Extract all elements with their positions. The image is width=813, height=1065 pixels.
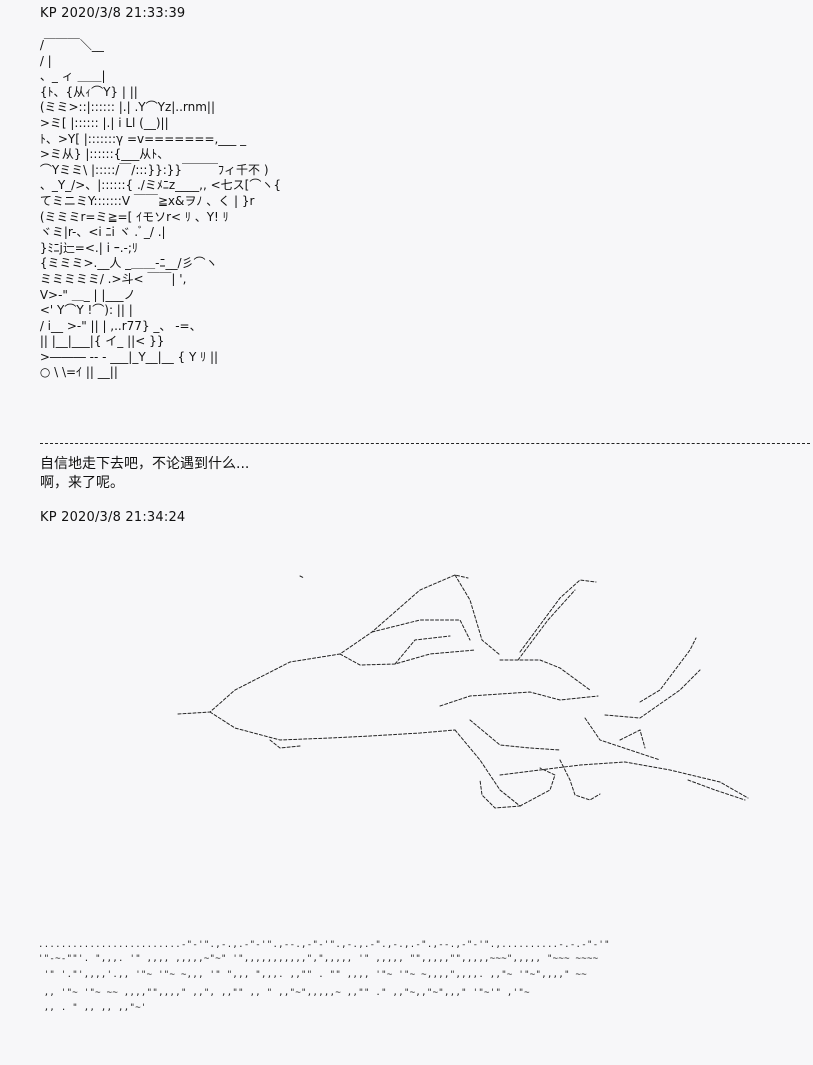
message-line-1: 自信地走下去吧，不论遇到什么... — [40, 456, 250, 472]
ascii-fighter-jet — [177, 574, 749, 809]
strip-row: ,, '"~ '"~ ~~ ,,,,"",,,," ,,", ,,"" ,, "… — [38, 988, 530, 998]
dashed-divider — [40, 443, 810, 444]
post-message: 自信地走下去吧，不论遇到什么... 啊，来了呢。 — [40, 455, 249, 493]
ascii-art-scene: /￣￣￣＼__ / | 、_ ィ ＿＿| {ﾄ、{从ｨ⌒Y} | || (ミミ>… — [39, 38, 281, 380]
strip-row: ,, . " ,, ,, ,,"~' — [38, 1003, 147, 1013]
message-line-2: 啊，来了呢。 — [40, 475, 124, 491]
strip-row: .........................-"-'".,-.,.-"-'… — [38, 940, 610, 950]
strip-row: '"-~-""'. ",,,. '" ,,,, ,,,,,~"~" '",,,,… — [38, 954, 599, 964]
post-header-2: KP 2020/3/8 21:34:24 — [40, 510, 186, 525]
strip-row: '" '."',,,,'.,, '"~ '"~ ~,,, '" ",,, ",,… — [38, 970, 587, 980]
post-header-1: KP 2020/3/8 21:33:39 — [40, 6, 186, 21]
